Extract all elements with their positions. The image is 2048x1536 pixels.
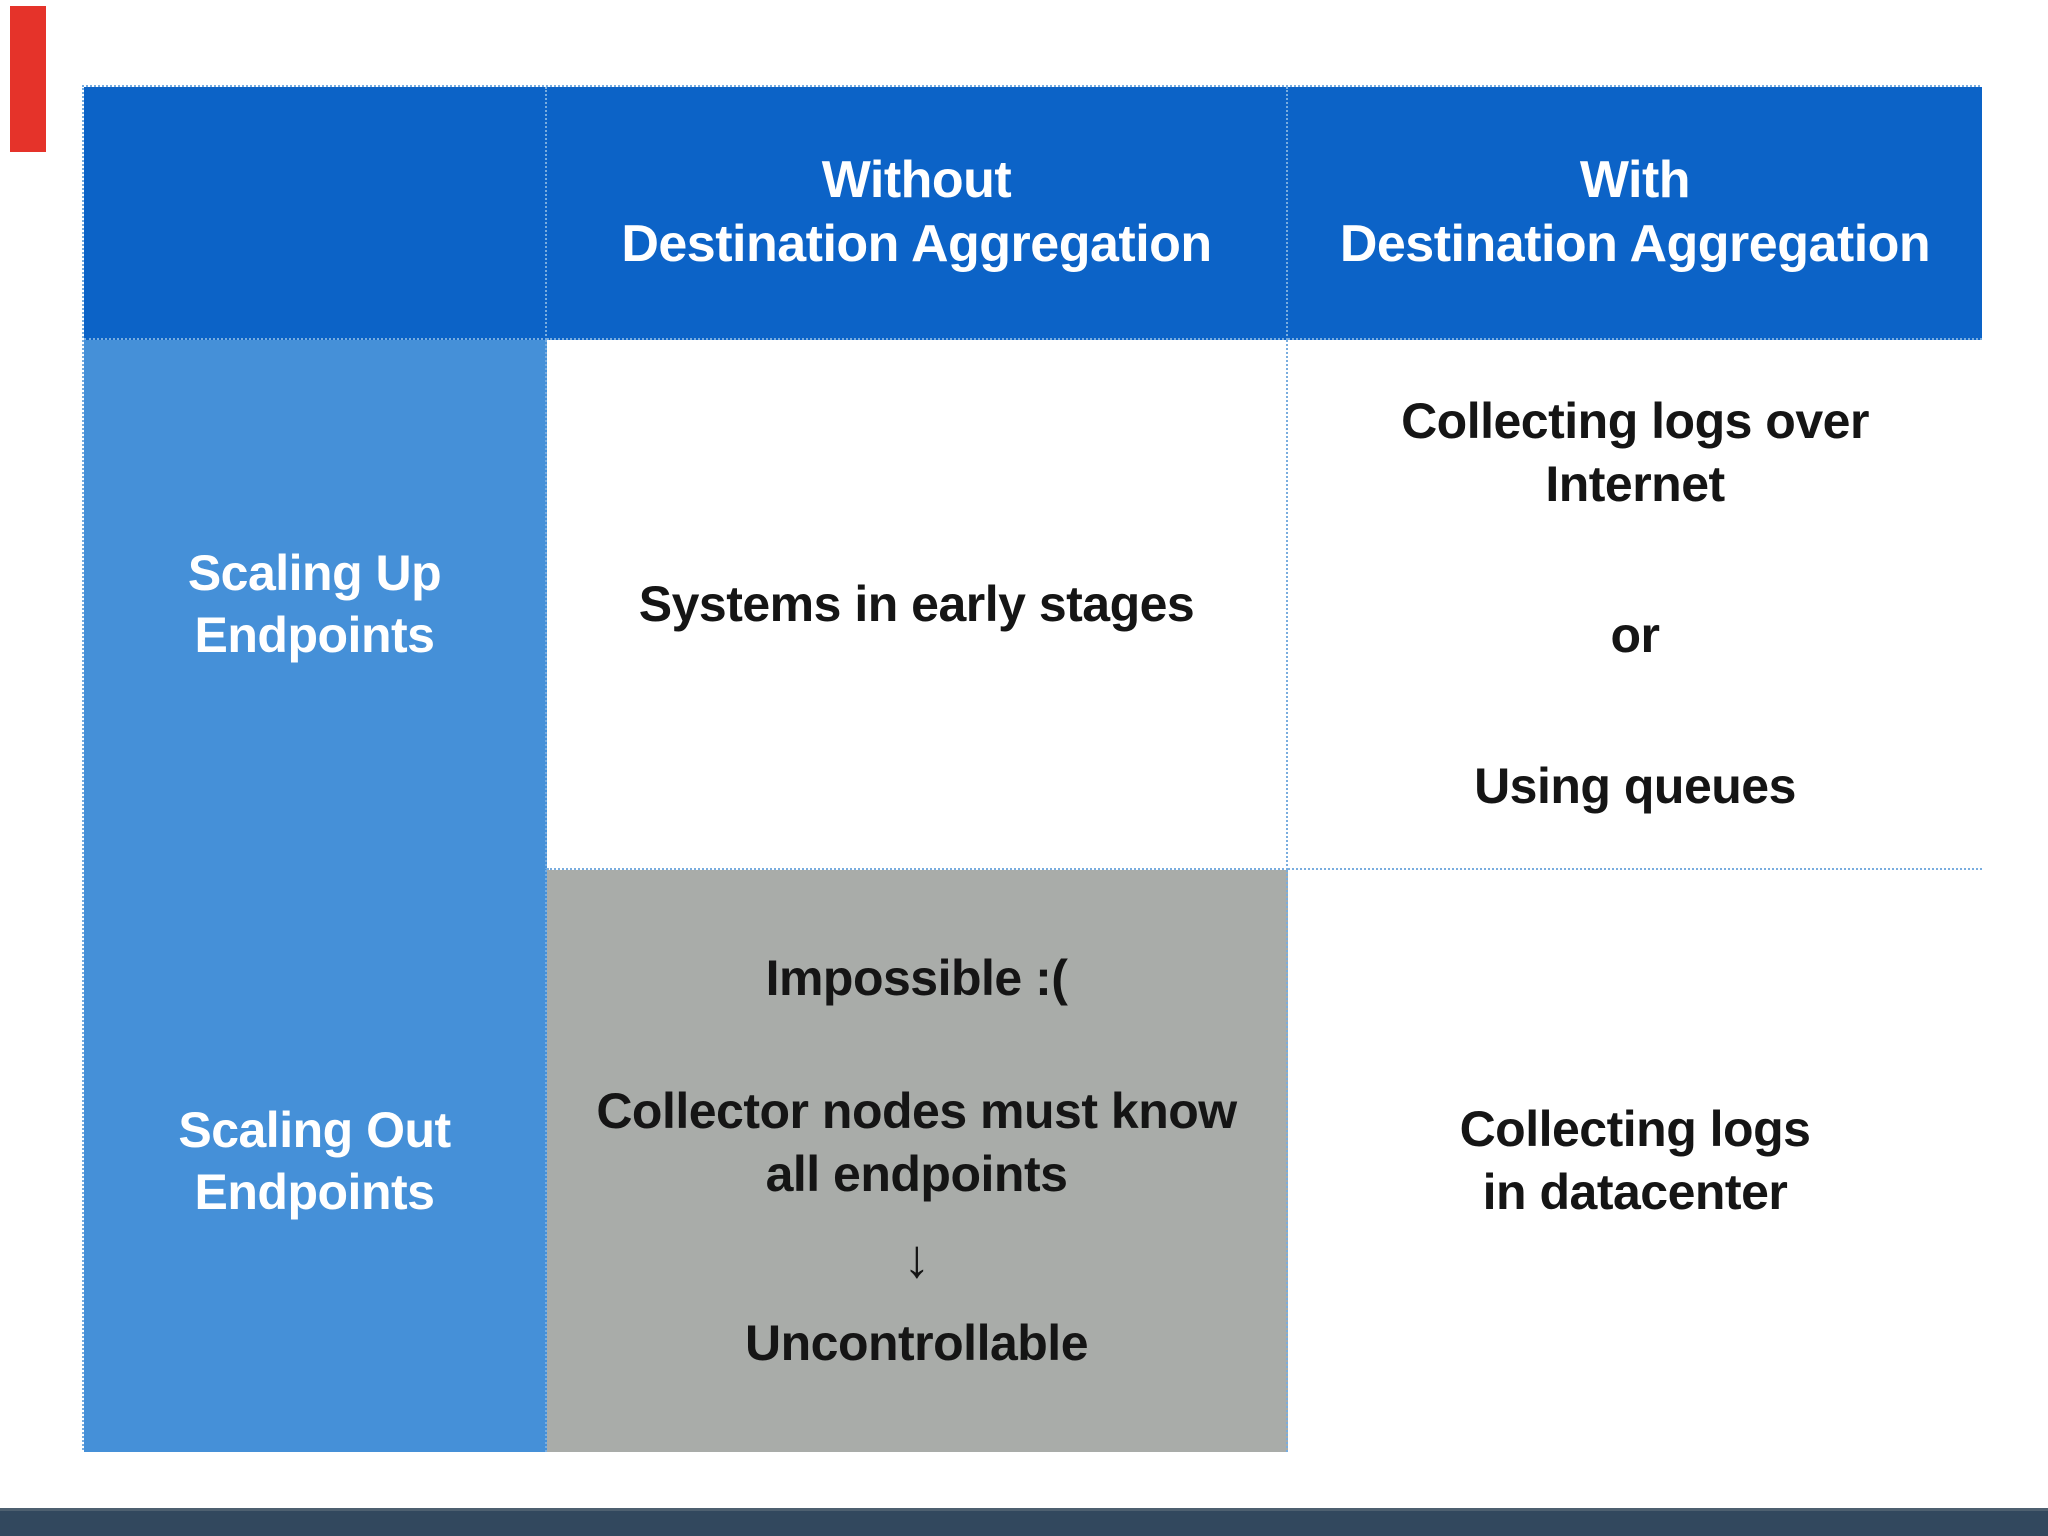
cell-option1-line2: Internet [1545,456,1725,512]
row-header-scaling-out: Scaling Out Endpoints [84,870,547,1452]
cell-scaling-out-with: Collecting logs in datacenter [1288,870,1982,1452]
cell-option1-line1: Collecting logs over [1401,393,1869,449]
row-header-line: Scaling Up [187,545,442,601]
footer-bar [0,1508,2048,1536]
red-accent-bar [10,6,46,152]
row-header-line: Endpoints [194,1164,435,1220]
cell-reason-line1: Collector nodes must know [596,1083,1237,1139]
cell-text: Systems in early stages [638,575,1195,632]
row-header-line: Endpoints [194,607,435,663]
cell-scaling-up-without: Systems in early stages [547,340,1288,870]
cell-reason-line2: all endpoints [765,1146,1068,1202]
cell-consequence: Uncontrollable [744,1315,1089,1371]
corner-header-cell [84,87,547,340]
down-arrow-icon: ↓ [903,1229,930,1289]
cell-scaling-up-with: Collecting logs over Internet or Using q… [1288,340,1982,870]
column-header-line: Without [821,151,1012,210]
row-header-scaling-up: Scaling Up Endpoints [84,340,547,870]
column-header-without-aggregation: Without Destination Aggregation [547,87,1288,340]
cell-status: Impossible :( [765,950,1068,1006]
cell-text-line2: in datacenter [1482,1164,1788,1220]
cell-conjunction: or [1610,607,1661,663]
comparison-matrix: Without Destination Aggregation With Des… [82,85,1982,1452]
column-header-line: With [1579,151,1691,210]
column-header-line: Destination Aggregation [621,214,1212,273]
cell-text-line1: Collecting logs [1459,1101,1811,1157]
cell-option2: Using queues [1474,758,1796,814]
cell-scaling-out-without: Impossible :( Collector nodes must know … [547,870,1288,1452]
row-header-line: Scaling Out [178,1102,451,1158]
column-header-with-aggregation: With Destination Aggregation [1288,87,1982,340]
column-header-line: Destination Aggregation [1339,214,1931,273]
